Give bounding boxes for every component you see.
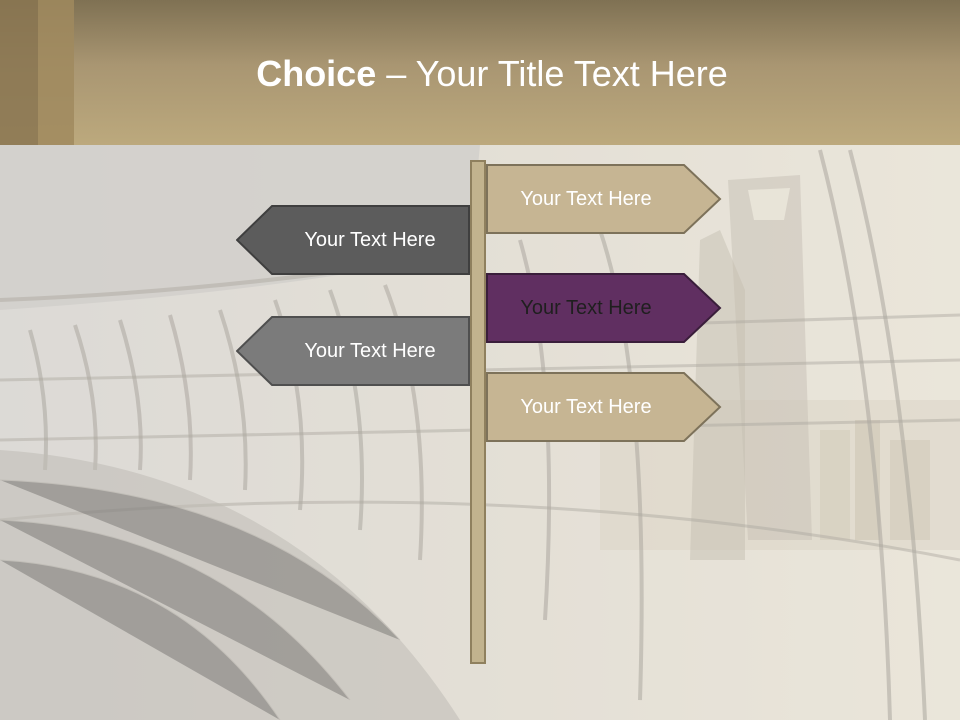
sign-shape — [236, 205, 470, 275]
sign-right-middle[interactable]: Your Text Here — [486, 273, 722, 343]
sign-label: Your Text Here — [304, 229, 436, 251]
sign-shape — [486, 273, 722, 343]
title-bold: Choice — [256, 53, 377, 94]
sign-right-bottom[interactable]: Your Text Here — [486, 372, 722, 442]
sign-label: Your Text Here — [304, 340, 436, 362]
sign-right-top[interactable]: Your Text Here — [486, 164, 722, 234]
sign-label: Your Text Here — [520, 297, 652, 319]
header-accent-bar — [0, 0, 38, 145]
sign-left-bottom[interactable]: Your Text Here — [236, 316, 470, 386]
sign-shape — [486, 372, 722, 442]
sign-label: Your Text Here — [520, 396, 652, 418]
sign-label: Your Text Here — [520, 188, 652, 210]
sign-shape — [236, 316, 470, 386]
sign-shape-path — [486, 164, 722, 234]
title-rest: – Your Title Text Here — [376, 53, 728, 94]
sign-shape-path — [236, 316, 470, 386]
signpost-pole — [470, 160, 486, 664]
sign-shape — [486, 164, 722, 234]
slide-title[interactable]: Choice – Your Title Text Here — [0, 50, 960, 98]
sign-left-top[interactable]: Your Text Here — [236, 205, 470, 275]
sign-shape-path — [236, 205, 470, 275]
header-band: Choice – Your Title Text Here — [0, 0, 960, 145]
header-accent-bar — [38, 0, 74, 145]
sign-shape-path — [486, 273, 722, 343]
sign-shape-path — [486, 372, 722, 442]
